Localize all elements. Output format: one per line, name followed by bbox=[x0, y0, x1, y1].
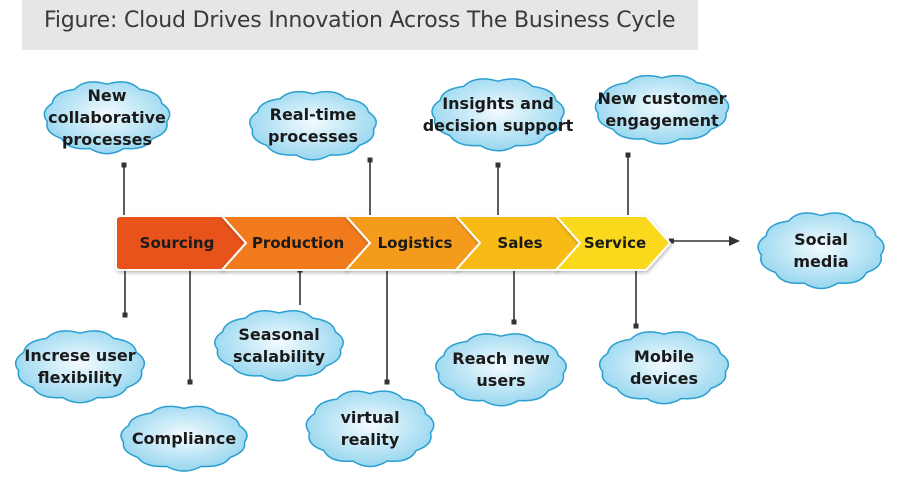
cloud-new-collaborative: New collaborative processes bbox=[43, 81, 171, 155]
connector-dot bbox=[633, 323, 639, 329]
cloud-label: flexibility bbox=[38, 368, 123, 387]
cloud-label: Insights and bbox=[442, 94, 554, 113]
cloud-label: media bbox=[793, 252, 848, 271]
cloud-label: scalability bbox=[233, 347, 326, 366]
cloud-label: Compliance bbox=[132, 429, 237, 448]
cloud-reach-users: Reach new users bbox=[435, 333, 567, 407]
stage-sourcing: Sourcing bbox=[115, 215, 248, 271]
cloud-label: Real-time bbox=[270, 105, 357, 124]
stage-service: Service bbox=[553, 215, 672, 271]
cloud-label: users bbox=[476, 371, 525, 390]
figure-title: Figure: Cloud Drives Innovation Across T… bbox=[44, 8, 676, 33]
cloud-label: Increse user bbox=[24, 346, 135, 365]
title-band bbox=[22, 0, 698, 50]
connector-lines bbox=[121, 152, 740, 385]
cloud-label: virtual bbox=[340, 408, 399, 427]
cloud-group: New collaborative processes Real-time proces… bbox=[14, 74, 885, 472]
stage-label: Service bbox=[584, 234, 646, 252]
connector-dot bbox=[625, 152, 631, 158]
arrow-head bbox=[729, 236, 740, 246]
cloud-label: Reach new bbox=[452, 349, 550, 368]
cloud-shape bbox=[214, 309, 344, 382]
stage-label: Sourcing bbox=[140, 234, 215, 252]
stage-chevron bbox=[553, 215, 672, 271]
connector-dot bbox=[669, 238, 674, 244]
connector-dot bbox=[122, 312, 128, 318]
cloud-insights: Insights and decision support bbox=[423, 78, 574, 152]
cloud-compliance: Compliance bbox=[120, 405, 248, 472]
cloud-label: reality bbox=[341, 430, 400, 449]
connector-dot bbox=[495, 162, 501, 168]
cloud-label: New customer bbox=[597, 89, 726, 108]
cloud-shape bbox=[431, 78, 565, 152]
cloud-label: devices bbox=[630, 369, 698, 388]
cloud-shape bbox=[757, 212, 885, 290]
connector-dot bbox=[384, 379, 390, 385]
cloud-mobile-devices: Mobile devices bbox=[598, 331, 730, 405]
cloud-label: decision support bbox=[423, 116, 574, 135]
cloud-label: Seasonal bbox=[238, 325, 319, 344]
cloud-shape bbox=[14, 330, 146, 404]
stage-label: Logistics bbox=[378, 234, 453, 252]
cloud-seasonal: Seasonal scalability bbox=[214, 309, 344, 382]
cloud-label: processes bbox=[62, 130, 152, 149]
cloud-label: Mobile bbox=[634, 347, 694, 366]
cloud-label: New bbox=[87, 86, 126, 105]
cloud-shape bbox=[435, 333, 567, 407]
connector-dot bbox=[121, 162, 127, 168]
cloud-shape bbox=[120, 405, 248, 472]
stage-label: Sales bbox=[497, 234, 542, 252]
connector-dot bbox=[187, 379, 193, 385]
connector-dot bbox=[367, 157, 373, 163]
cloud-social-media: Social media bbox=[757, 212, 885, 290]
cloud-user-flexibility: Increse user flexibility bbox=[14, 330, 146, 404]
cloud-label: engagement bbox=[605, 111, 719, 130]
cloud-customer-engagement: New customer engagement bbox=[594, 74, 730, 145]
connector-dot bbox=[511, 319, 517, 325]
cloud-label: Social bbox=[794, 230, 848, 249]
cloud-virtual-reality: virtual reality bbox=[305, 390, 435, 468]
cloud-shape bbox=[594, 74, 730, 145]
cloud-shape bbox=[305, 390, 435, 468]
cloud-shape bbox=[249, 90, 377, 161]
stage-label: Production bbox=[252, 234, 344, 252]
stage-chevron bbox=[115, 215, 248, 271]
cloud-label: processes bbox=[268, 127, 358, 146]
cloud-shape bbox=[598, 331, 730, 405]
cloud-shape bbox=[43, 81, 171, 155]
cloud-label: collaborative bbox=[48, 108, 166, 127]
process-chevrons: Sourcing Production Logistics Sales Service bbox=[115, 215, 672, 271]
cloud-real-time: Real-time processes bbox=[249, 90, 377, 161]
